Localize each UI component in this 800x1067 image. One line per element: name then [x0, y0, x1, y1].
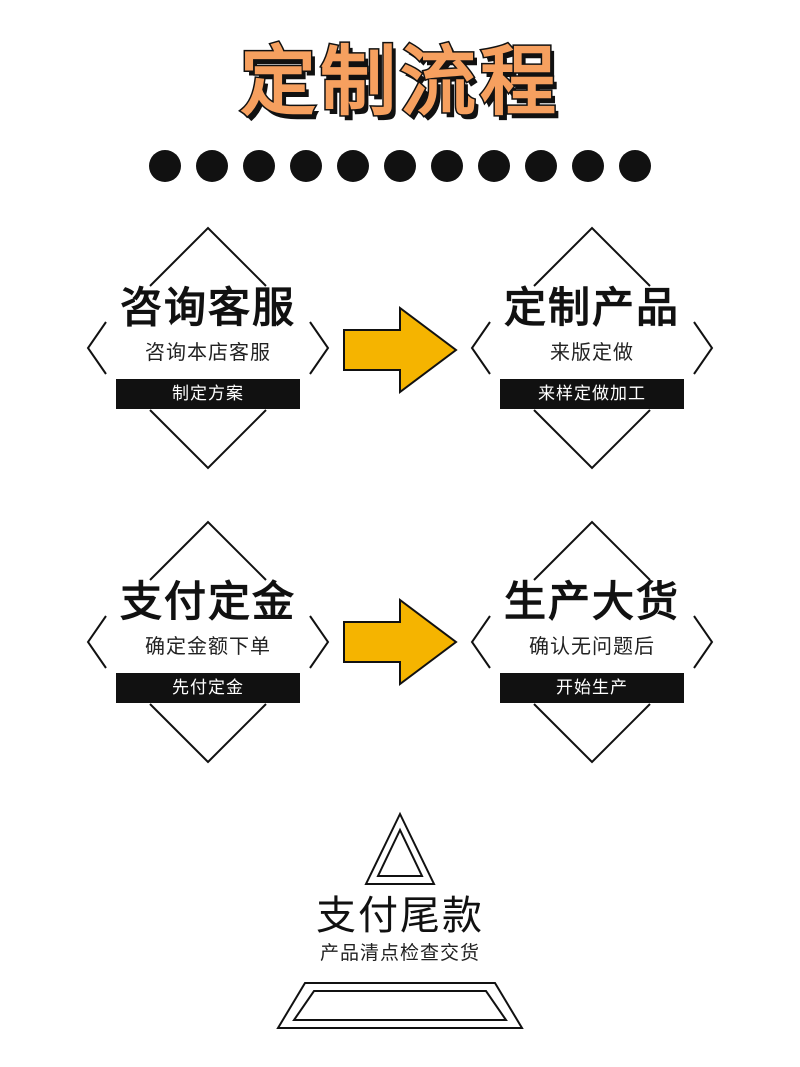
step-4-bar: 开始生产 [500, 673, 684, 703]
arrow-right-icon [343, 306, 458, 394]
divider-dot [149, 150, 181, 182]
step-1-subtitle: 咨询本店客服 [145, 340, 271, 364]
divider-dot [478, 150, 510, 182]
step-2-diamond-frame [470, 226, 714, 470]
step-3-title: 支付定金 [119, 577, 296, 626]
final-step-title: 支付尾款 [316, 893, 484, 939]
dot-divider [0, 150, 800, 182]
step-1-diamond-frame [86, 226, 330, 470]
step-3-diamond-frame [86, 520, 330, 764]
final-step-subtitle: 产品清点检查交货 [319, 942, 480, 964]
step-1-bar: 制定方案 [116, 379, 300, 409]
step-3-bar: 先付定金 [116, 673, 300, 703]
divider-dot [243, 150, 275, 182]
step-3-subtitle: 确定金额下单 [145, 634, 271, 658]
step-4-subtitle: 确认无问题后 [529, 634, 655, 658]
divider-dot [619, 150, 651, 182]
divider-dot [384, 150, 416, 182]
divider-dot [431, 150, 463, 182]
divider-dot [337, 150, 369, 182]
arrow-right-icon [343, 598, 458, 686]
step-4-diamond-frame [470, 520, 714, 764]
step-4-title: 生产大货 [503, 577, 680, 626]
page-title: 定制流程 [239, 37, 560, 126]
final-triangle-frame [276, 811, 524, 1029]
divider-dot [290, 150, 322, 182]
divider-dot [572, 150, 604, 182]
step-2-title: 定制产品 [503, 283, 680, 332]
divider-dot [196, 150, 228, 182]
divider-dot [525, 150, 557, 182]
step-2-bar: 来样定做加工 [500, 379, 684, 409]
step-1-title: 咨询客服 [119, 283, 296, 332]
step-2-subtitle: 来版定做 [550, 340, 634, 364]
